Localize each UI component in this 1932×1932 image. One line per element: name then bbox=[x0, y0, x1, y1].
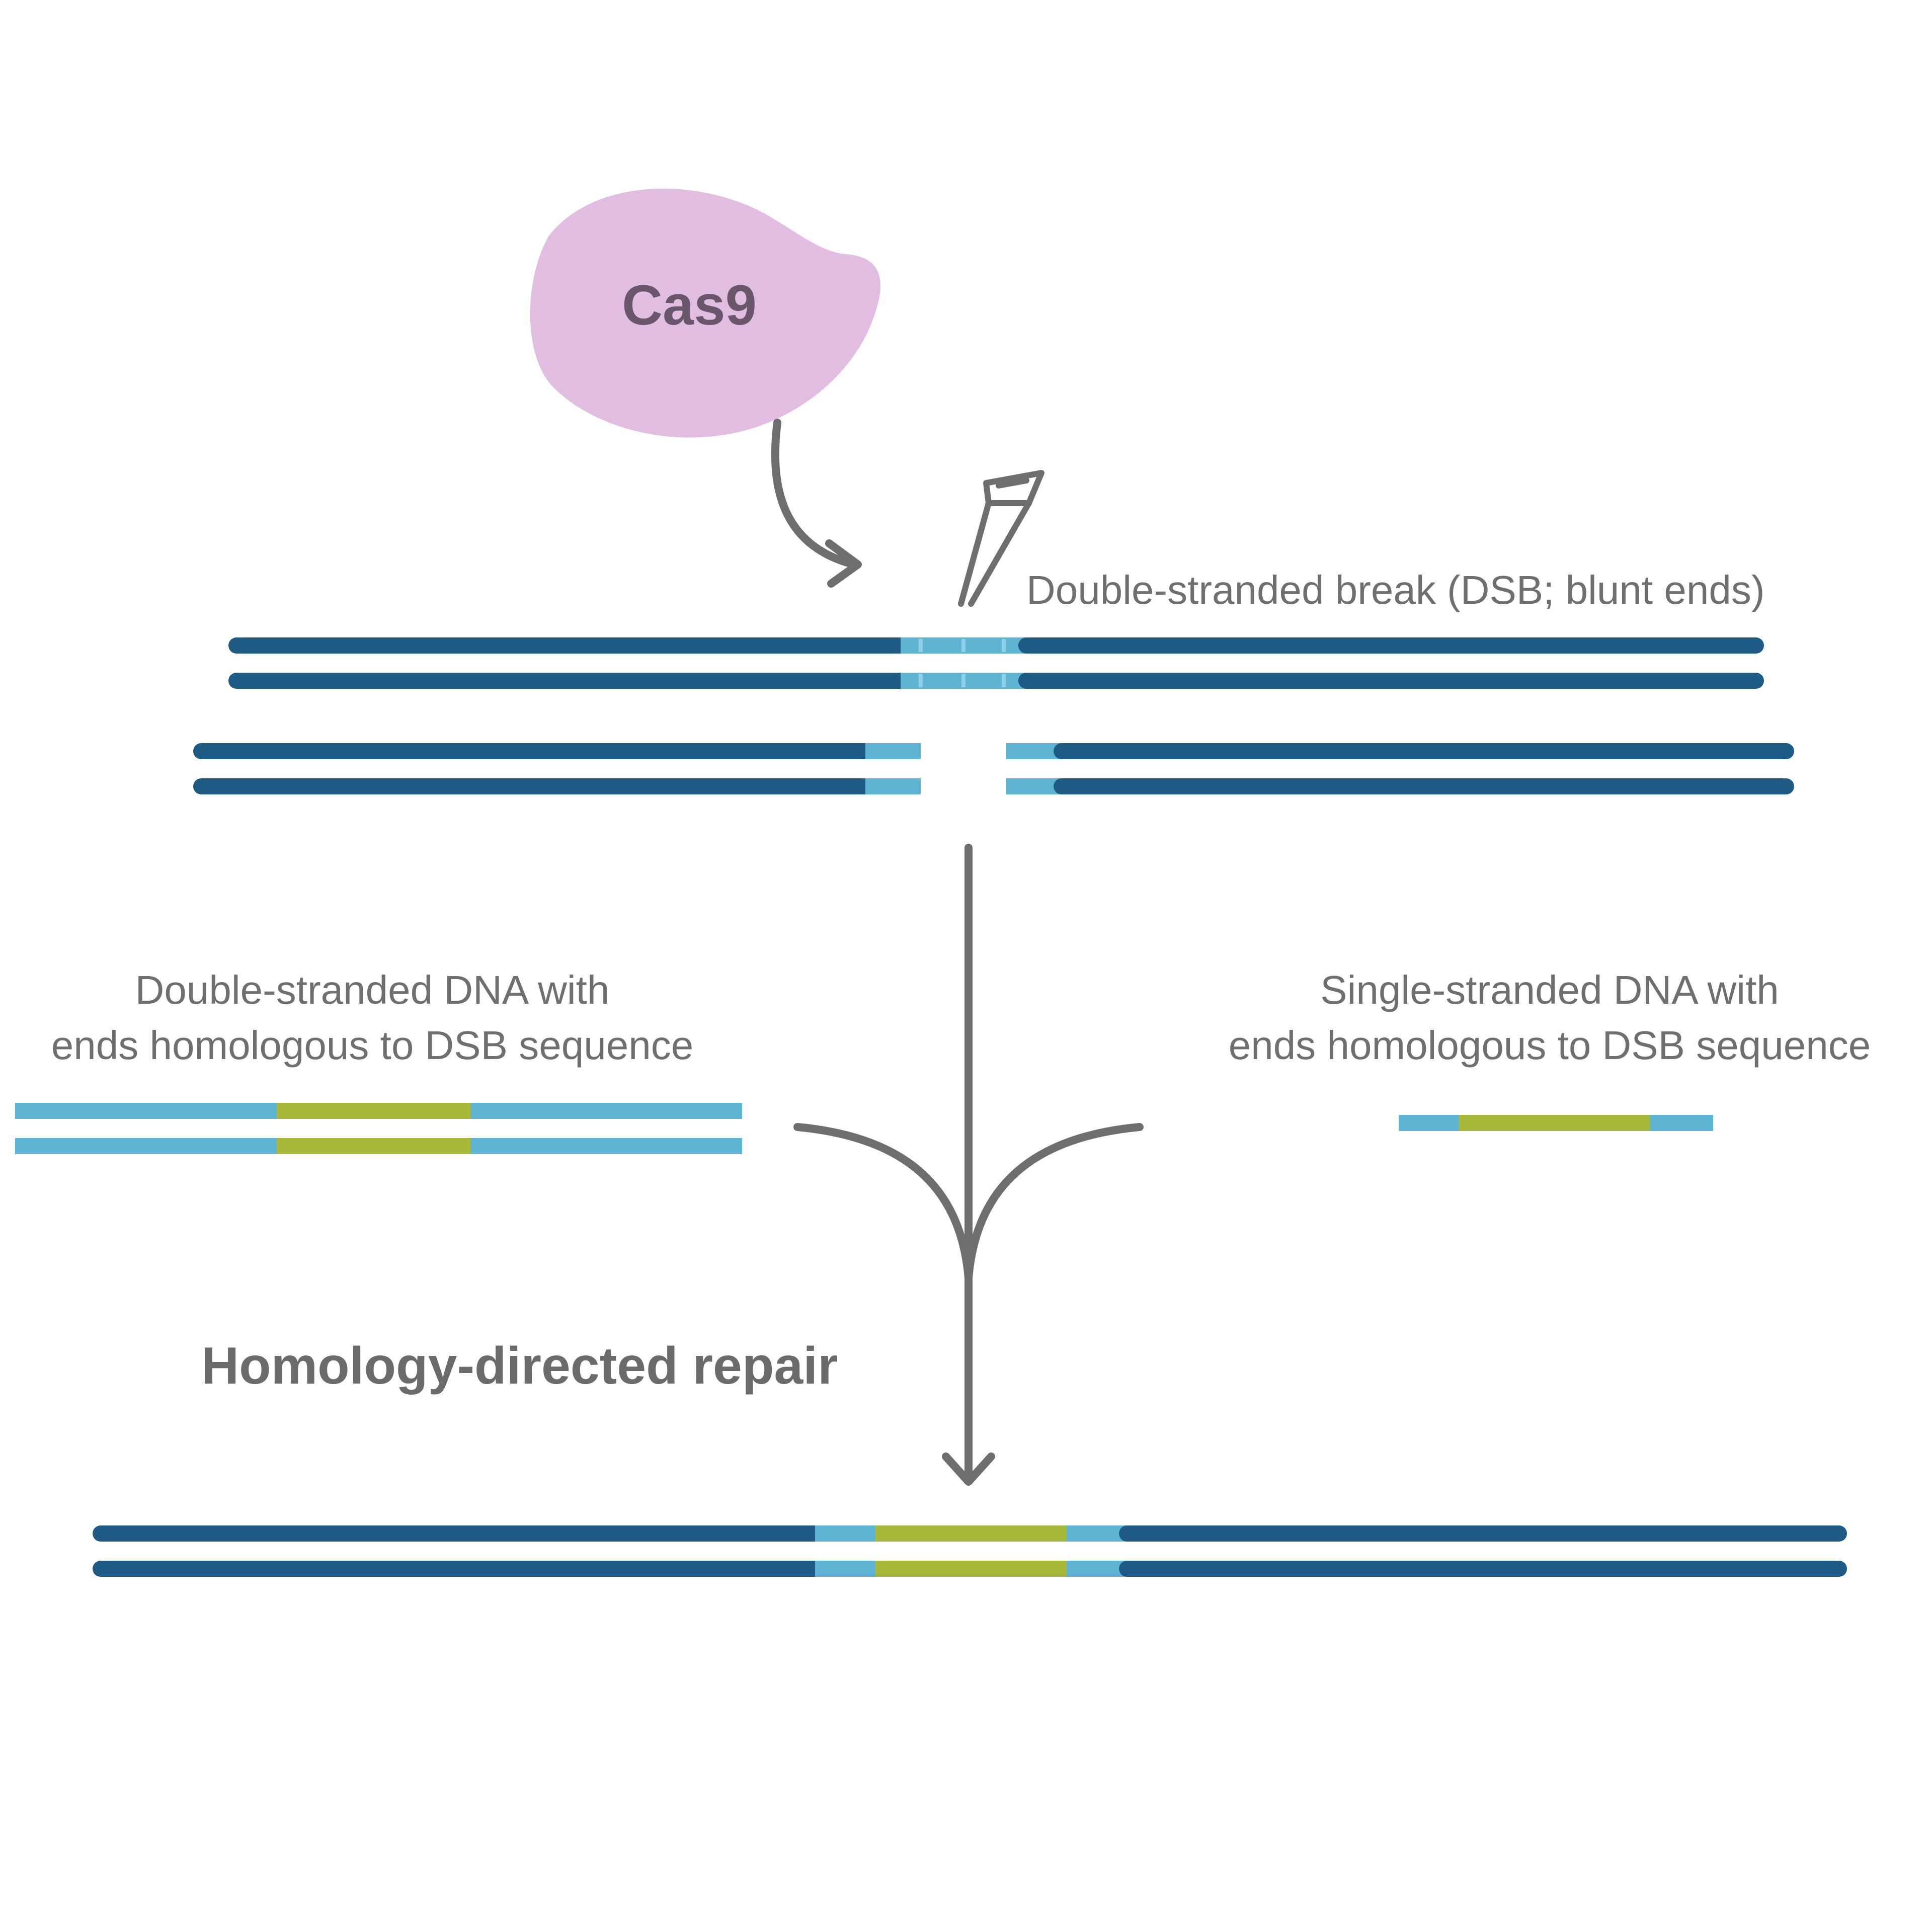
cut-dna-right-fragment bbox=[1006, 743, 1794, 794]
cas9-to-dna-arrow bbox=[771, 419, 862, 588]
hdr-process-label: Homology-directed repair bbox=[201, 1337, 838, 1395]
cas9-protein-shape bbox=[530, 188, 881, 438]
target-dna-duplex bbox=[228, 637, 1764, 689]
repair-flow-arrow bbox=[793, 844, 1144, 1486]
dsb-label: Double-stranded break (DSB; blunt ends) bbox=[1026, 568, 1764, 612]
scissors-icon bbox=[958, 470, 1044, 607]
cas9-label: Cas9 bbox=[622, 274, 757, 337]
ds-donor-template bbox=[15, 1103, 742, 1154]
ds-template-label-line2: ends homologous to DSB sequence bbox=[51, 1023, 693, 1068]
ss-template-label-line1: Single-stranded DNA with bbox=[1320, 968, 1779, 1012]
repaired-dna-duplex bbox=[93, 1525, 1847, 1577]
ss-template-label-line2: ends homologous to DSB sequence bbox=[1229, 1023, 1871, 1068]
cut-dna-left-fragment bbox=[193, 743, 921, 794]
ds-template-label-line1: Double-stranded DNA with bbox=[135, 968, 610, 1012]
